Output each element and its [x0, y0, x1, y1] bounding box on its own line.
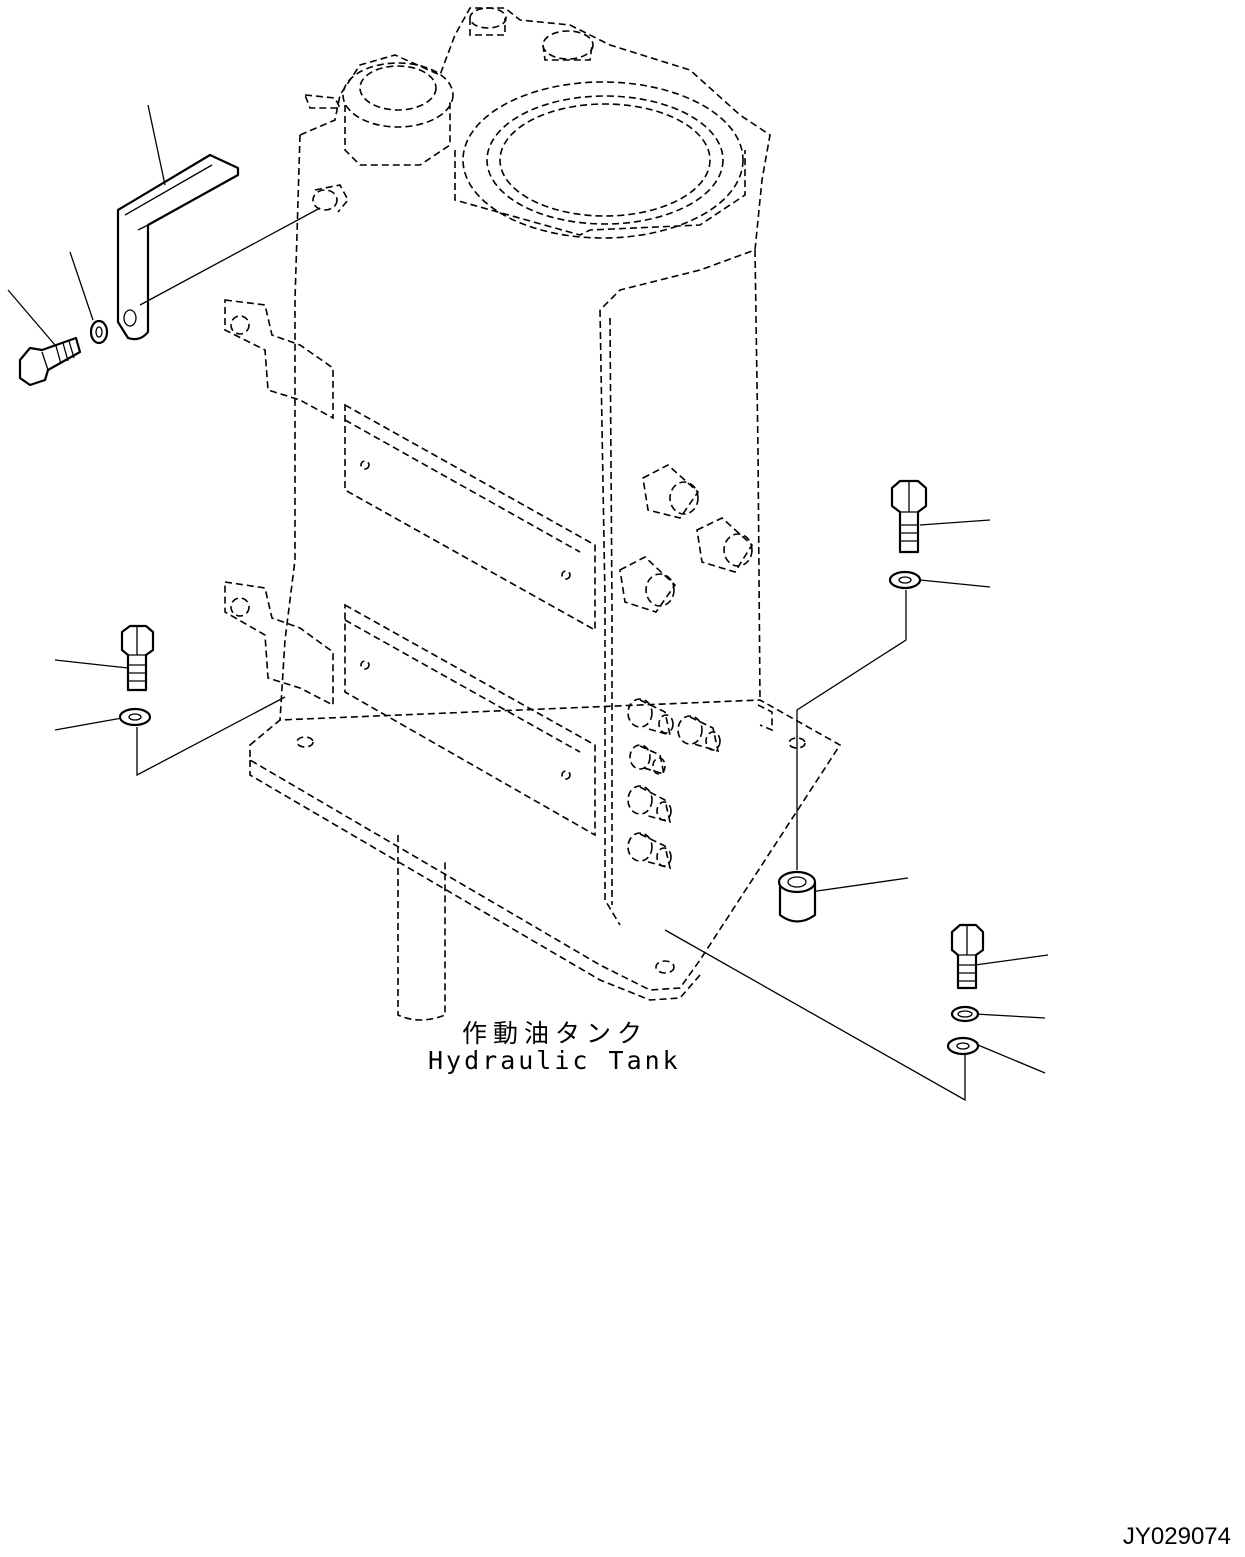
fitting-1 [627, 698, 674, 737]
drawing-id: JY029074 [1122, 1523, 1231, 1550]
tank-ports [619, 464, 773, 870]
port-boss-3 [619, 556, 677, 613]
spacer-collar [777, 870, 817, 923]
fitting-3 [629, 744, 666, 776]
port-boss-1 [642, 464, 700, 519]
fitting-5 [627, 832, 672, 870]
left-bolt [120, 624, 155, 692]
port-boss-2 [696, 517, 754, 573]
lower-right-bolt [950, 923, 985, 990]
left-washer [118, 707, 152, 727]
right-bolt [890, 479, 928, 554]
fitting-2 [677, 715, 721, 753]
lower-right-washer-1 [950, 1005, 980, 1023]
fitting-4 [627, 785, 672, 824]
right-washer [888, 570, 922, 590]
part-name-japanese: 作動油タンク [462, 1019, 649, 1048]
bracket-washer [89, 319, 109, 345]
leader-lines [7, 104, 1049, 1102]
bracket-bolt [18, 336, 82, 387]
lower-right-washer-2 [946, 1036, 980, 1056]
l-bracket [116, 153, 240, 341]
part-name-english: Hydraulic Tank [428, 1046, 681, 1075]
hydraulic-tank-outline [224, 7, 842, 1021]
